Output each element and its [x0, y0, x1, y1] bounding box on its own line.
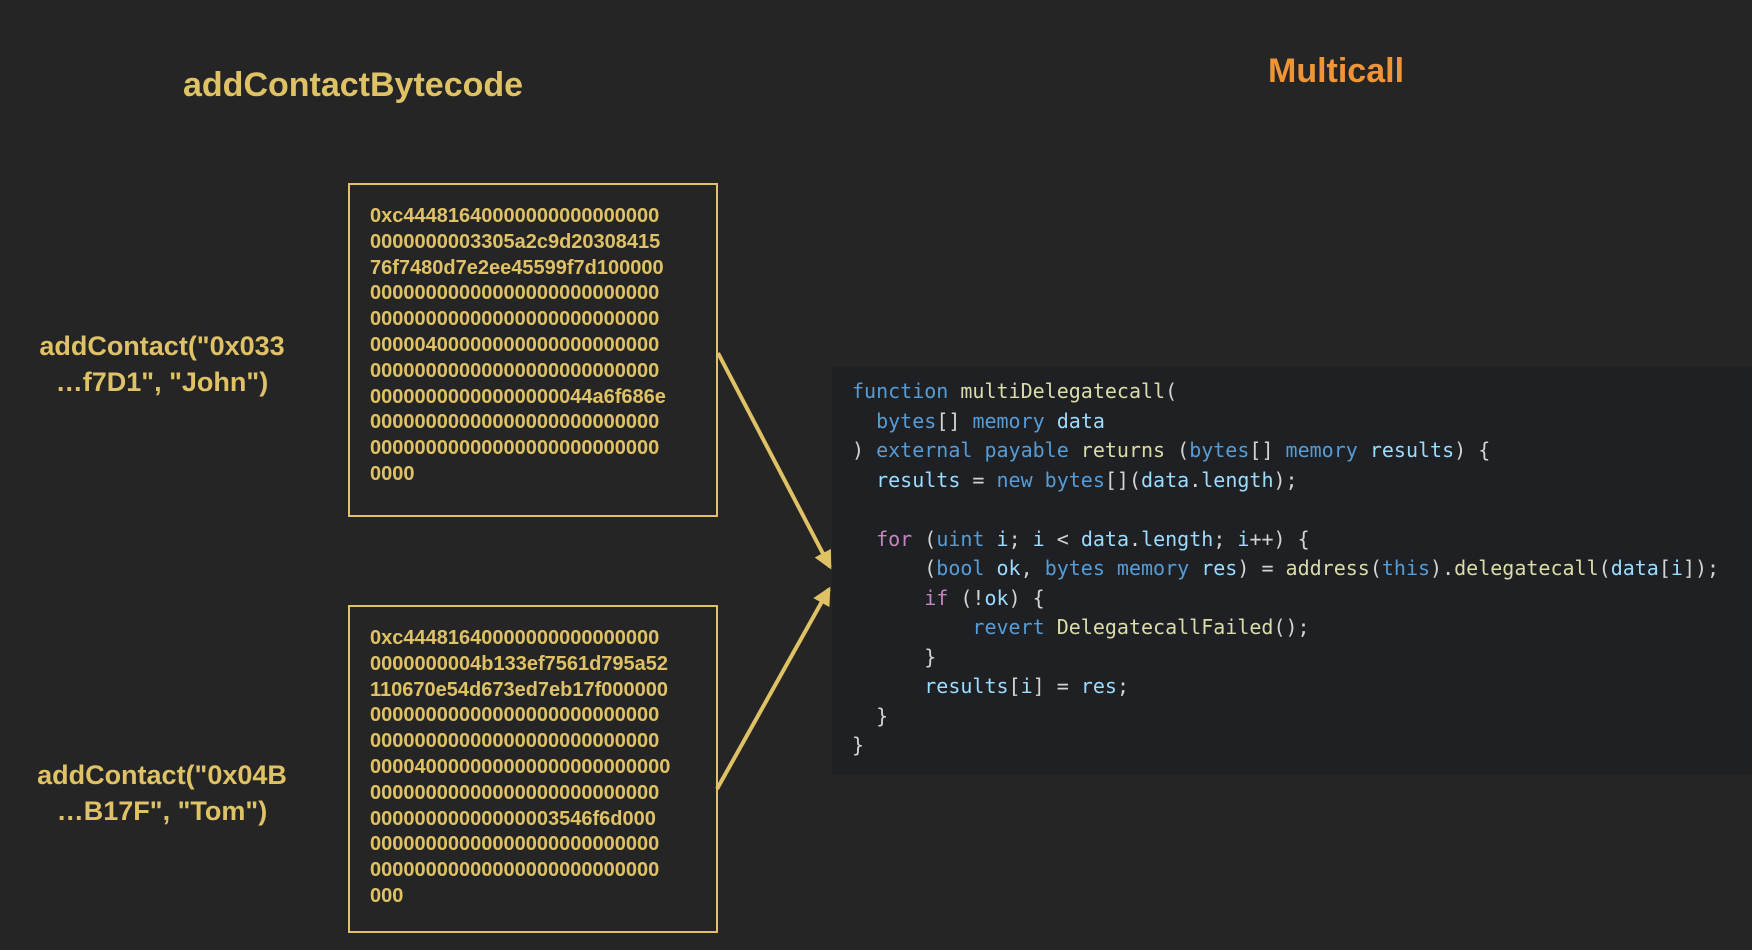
bytecode-line: 00000400000000000000000000: [370, 333, 660, 356]
code-block: function multiDelegatecall( bytes[] memo…: [832, 367, 1752, 775]
bytecode-line: 0xc44481640000000000000000: [370, 627, 660, 649]
call-label-tom-line-2: …B17F", "Tom"): [56, 796, 268, 826]
code-line: }: [852, 644, 937, 669]
bytecode-line: 00000000000000000000000000: [370, 359, 660, 382]
code-line: ) external payable returns (bytes[] memo…: [852, 438, 1491, 462]
bytecode-line: 00000000000000000000000000: [370, 411, 660, 434]
code-line: [852, 495, 1752, 525]
code-line: revert DelegatecallFailed();: [972, 615, 1310, 639]
bytecode-line: 00000000000000000000000000: [370, 781, 660, 804]
bytecode-title: addContactBytecode: [183, 66, 524, 104]
bytecode-line: 0000000004b133ef7561d795a52: [370, 652, 669, 675]
code-line: results[i] = res;: [924, 674, 1129, 698]
bytecode-line: 76f7480d7e2ee45599f7d100000: [370, 256, 664, 279]
bytecode-line: 000: [370, 884, 404, 907]
bytecode-line: 00000000000000000044a6f686e: [370, 385, 666, 408]
call-label-john-line-1: addContact("0x033: [39, 331, 285, 361]
bytecode-line: 00000000000000000000000000: [370, 859, 660, 882]
code-line: }: [852, 703, 889, 728]
bytecode-box-john: 0xc44481640000000000000000 0000000003305a…: [348, 183, 718, 517]
call-label-tom-line-1: addContact("0x04B: [37, 760, 287, 790]
code-line: function multiDelegatecall(: [852, 379, 1178, 403]
code-line: (bool ok, bytes memory res) = address(th…: [852, 556, 1720, 580]
bytecode-line: 0000000003305a2c9d20308415: [370, 230, 661, 253]
call-label-tom: addContact("0x04B …B17F", "Tom"): [12, 757, 312, 829]
code-line: }: [852, 733, 865, 757]
bytecode-line: 0xc44481640000000000000000: [370, 205, 660, 227]
bytecode-line: 00000000000000003546f6d000: [370, 807, 656, 830]
arrow-from-tom-bytecode: [715, 586, 831, 790]
code-line: bytes[] memory data: [876, 408, 1105, 433]
bytecode-line: 00000000000000000000000000: [370, 308, 660, 331]
bytecode-line: 00000000000000000000000000: [370, 704, 660, 727]
code-line: if (!ok) {: [924, 585, 1045, 610]
bytecode-box-tom: 0xc44481640000000000000000 0000000004b133…: [348, 605, 718, 933]
bytecode-line: 00000000000000000000000000: [370, 833, 660, 856]
call-label-john: addContact("0x033 …f7D1", "John"): [12, 328, 312, 400]
bytecode-line: 110670e54d673ed7eb17f000000: [370, 678, 669, 701]
call-label-john-line-2: …f7D1", "John"): [55, 367, 269, 397]
multicall-title: Multicall: [1268, 52, 1405, 90]
bytecode-line: 00000000000000000000000000: [370, 730, 660, 753]
bytecode-line: 0000: [370, 462, 415, 485]
code-line: for (uint i; i < data.length; i++) {: [876, 526, 1310, 551]
bytecode-line: 00000000000000000000000000: [370, 437, 660, 460]
code-line: results = new bytes[](data.length);: [876, 467, 1298, 492]
bytecode-line: 000040000000000000000000000: [370, 755, 671, 778]
bytecode-line: 00000000000000000000000000: [370, 282, 660, 305]
arrow-from-john-bytecode: [716, 352, 832, 570]
